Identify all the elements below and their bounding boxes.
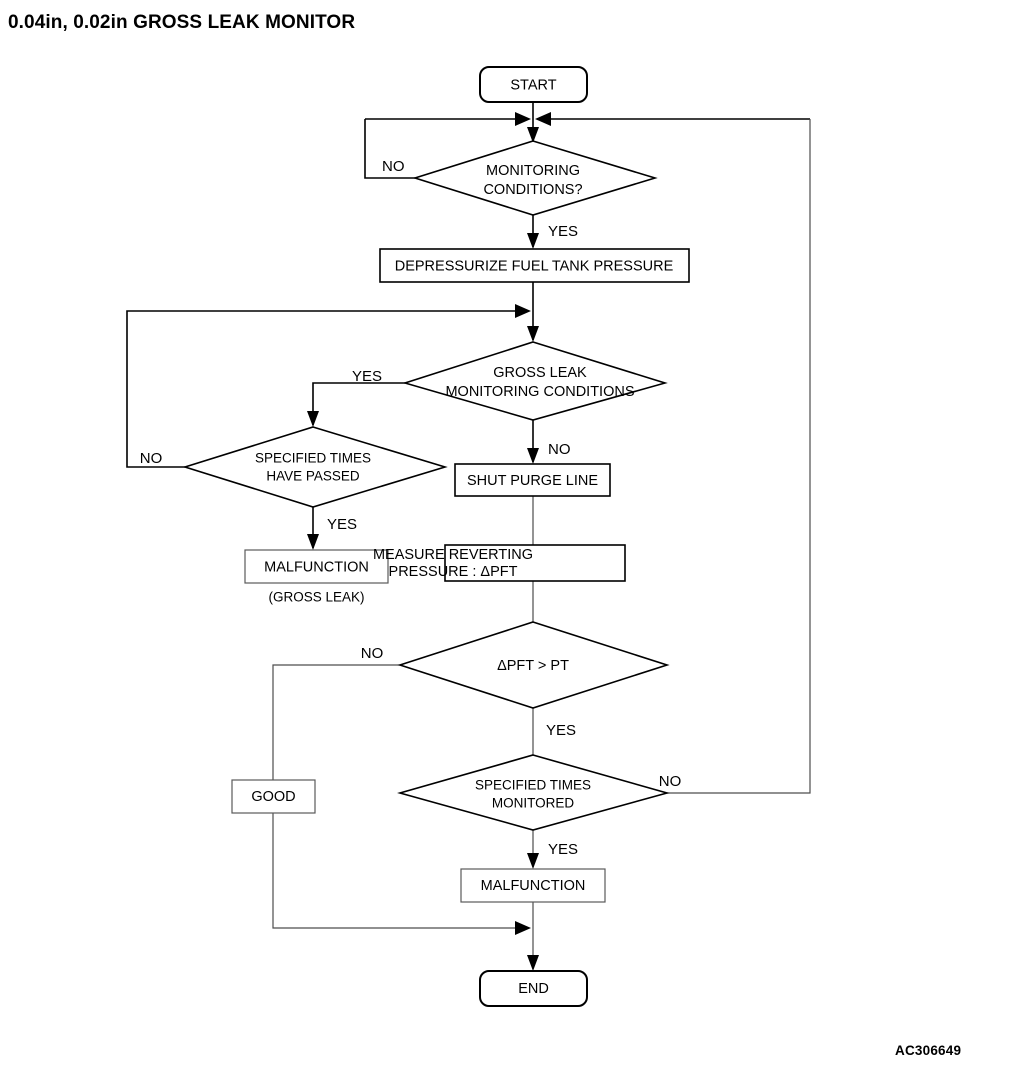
edge-label-grossleak-yes: YES bbox=[352, 368, 382, 385]
depressurize-label: DEPRESSURIZE FUEL TANK PRESSURE bbox=[395, 258, 674, 274]
specified-times-passed-label-line1: SPECIFIED TIMES bbox=[255, 451, 371, 466]
node-measure-reverting[interactable]: MEASURE REVERTING PRESSURE : ΔPFT bbox=[373, 544, 626, 582]
arrowhead-into-specified-passed bbox=[307, 411, 319, 427]
end-label: END bbox=[518, 981, 549, 997]
dpft-gt-pt-label: ΔPFT > PT bbox=[497, 658, 569, 674]
arrowhead-into-monitoring bbox=[527, 127, 539, 143]
edge-dpft-no-to-good bbox=[272, 664, 400, 780]
edge-label-grossleak-no: NO bbox=[548, 441, 571, 458]
node-start[interactable]: START bbox=[479, 66, 588, 103]
node-depressurize[interactable]: DEPRESSURIZE FUEL TANK PRESSURE bbox=[379, 248, 690, 283]
arrowhead-into-malfunction-final bbox=[527, 853, 539, 869]
arrowhead-grossleak-reentry bbox=[515, 304, 531, 318]
edge-label-specified-passed-no: NO bbox=[140, 450, 163, 467]
edge-grossleak-yes bbox=[312, 382, 405, 425]
specified-times-monitored-label-line2: MONITORED bbox=[492, 796, 575, 811]
good-process-shape bbox=[231, 779, 316, 814]
node-specified-times-passed[interactable]: SPECIFIED TIMES HAVE PASSED bbox=[182, 426, 448, 508]
arrowhead-left-merge bbox=[515, 112, 531, 126]
malfunction-gross-leak-label: MALFUNCTION bbox=[264, 559, 369, 575]
malfunction-final-process-shape bbox=[460, 868, 606, 903]
malfunction-gross-leak-note: (GROSS LEAK) bbox=[268, 590, 364, 605]
arrowhead-into-end bbox=[527, 955, 539, 971]
specified-times-monitored-label-line1: SPECIFIED TIMES bbox=[475, 778, 591, 793]
edge-label-dpft-yes: YES bbox=[546, 722, 576, 739]
arrowhead-right-merge bbox=[535, 112, 551, 126]
arrowhead-good-join bbox=[515, 921, 531, 935]
node-end[interactable]: END bbox=[479, 970, 588, 1007]
measure-reverting-process-shape bbox=[444, 544, 626, 582]
arrowhead-into-depressurize bbox=[527, 233, 539, 249]
shut-purge-line-process-shape bbox=[454, 463, 611, 497]
measure-reverting-label-line1: MEASURE REVERTING bbox=[373, 547, 533, 563]
edge-label-monitoring-yes: YES bbox=[548, 223, 578, 240]
malfunction-final-label: MALFUNCTION bbox=[481, 878, 586, 894]
node-specified-times-monitored[interactable]: SPECIFIED TIMES MONITORED bbox=[397, 754, 670, 831]
edge-good-to-end bbox=[272, 813, 521, 929]
start-terminator-shape bbox=[479, 66, 588, 103]
specified-times-passed-label-line2: HAVE PASSED bbox=[266, 469, 360, 484]
shut-purge-line-label: SHUT PURGE LINE bbox=[467, 473, 598, 489]
depressurize-process-shape bbox=[379, 248, 690, 283]
node-good[interactable]: GOOD bbox=[231, 779, 316, 814]
node-malfunction-gross-leak[interactable]: MALFUNCTION (GROSS LEAK) bbox=[244, 549, 389, 605]
watermark-code: AC306649 bbox=[895, 1043, 962, 1058]
page-title: 0.04in, 0.02in GROSS LEAK MONITOR bbox=[8, 12, 356, 33]
node-malfunction-final[interactable]: MALFUNCTION bbox=[460, 868, 606, 903]
dpft-gt-pt-decision-shape bbox=[397, 621, 670, 709]
monitoring-conditions-label-line1: MONITORING bbox=[486, 163, 580, 179]
monitoring-conditions-decision-shape bbox=[412, 140, 658, 216]
specified-times-passed-decision-shape bbox=[182, 426, 448, 508]
edge-label-specified-passed-yes: YES bbox=[327, 516, 357, 533]
node-gross-leak-conditions[interactable]: GROSS LEAK MONITORING CONDITIONS bbox=[402, 341, 668, 421]
end-terminator-shape bbox=[479, 970, 588, 1007]
node-dpft-gt-pt[interactable]: ΔPFT > PT bbox=[397, 621, 670, 709]
arrowhead-into-shut-purge bbox=[527, 448, 539, 464]
malfunction-gross-leak-process-shape bbox=[244, 549, 389, 584]
start-label: START bbox=[510, 77, 556, 93]
edge-label-layer: NO YES YES NO NO YES NO YES NO YES bbox=[140, 158, 682, 858]
connector-layer bbox=[126, 101, 811, 971]
good-label: GOOD bbox=[251, 789, 295, 805]
node-shut-purge-line[interactable]: SHUT PURGE LINE bbox=[454, 463, 611, 497]
edge-specified-monitored-no-loop bbox=[667, 119, 811, 794]
edge-monitoring-no-loop bbox=[364, 119, 415, 179]
gross-leak-conditions-label-line2: MONITORING CONDITIONS bbox=[445, 384, 634, 400]
arrowhead-into-grossleak bbox=[527, 326, 539, 342]
measure-reverting-label-line2: PRESSURE : ΔPFT bbox=[389, 564, 518, 580]
edge-label-monitoring-no: NO bbox=[382, 158, 405, 175]
edge-label-dpft-no: NO bbox=[361, 645, 384, 662]
node-monitoring-conditions[interactable]: MONITORING CONDITIONS? bbox=[412, 140, 658, 216]
edge-label-specified-monitored-yes: YES bbox=[548, 841, 578, 858]
monitoring-conditions-label-line2: CONDITIONS? bbox=[483, 182, 582, 198]
specified-times-monitored-decision-shape bbox=[397, 754, 670, 831]
arrowhead-into-malfunction-gross bbox=[307, 534, 319, 550]
gross-leak-conditions-decision-shape bbox=[402, 341, 668, 421]
gross-leak-conditions-label-line1: GROSS LEAK bbox=[493, 365, 587, 381]
edge-label-specified-monitored-no: NO bbox=[659, 773, 682, 790]
edge-specified-passed-no-loop bbox=[126, 310, 521, 468]
